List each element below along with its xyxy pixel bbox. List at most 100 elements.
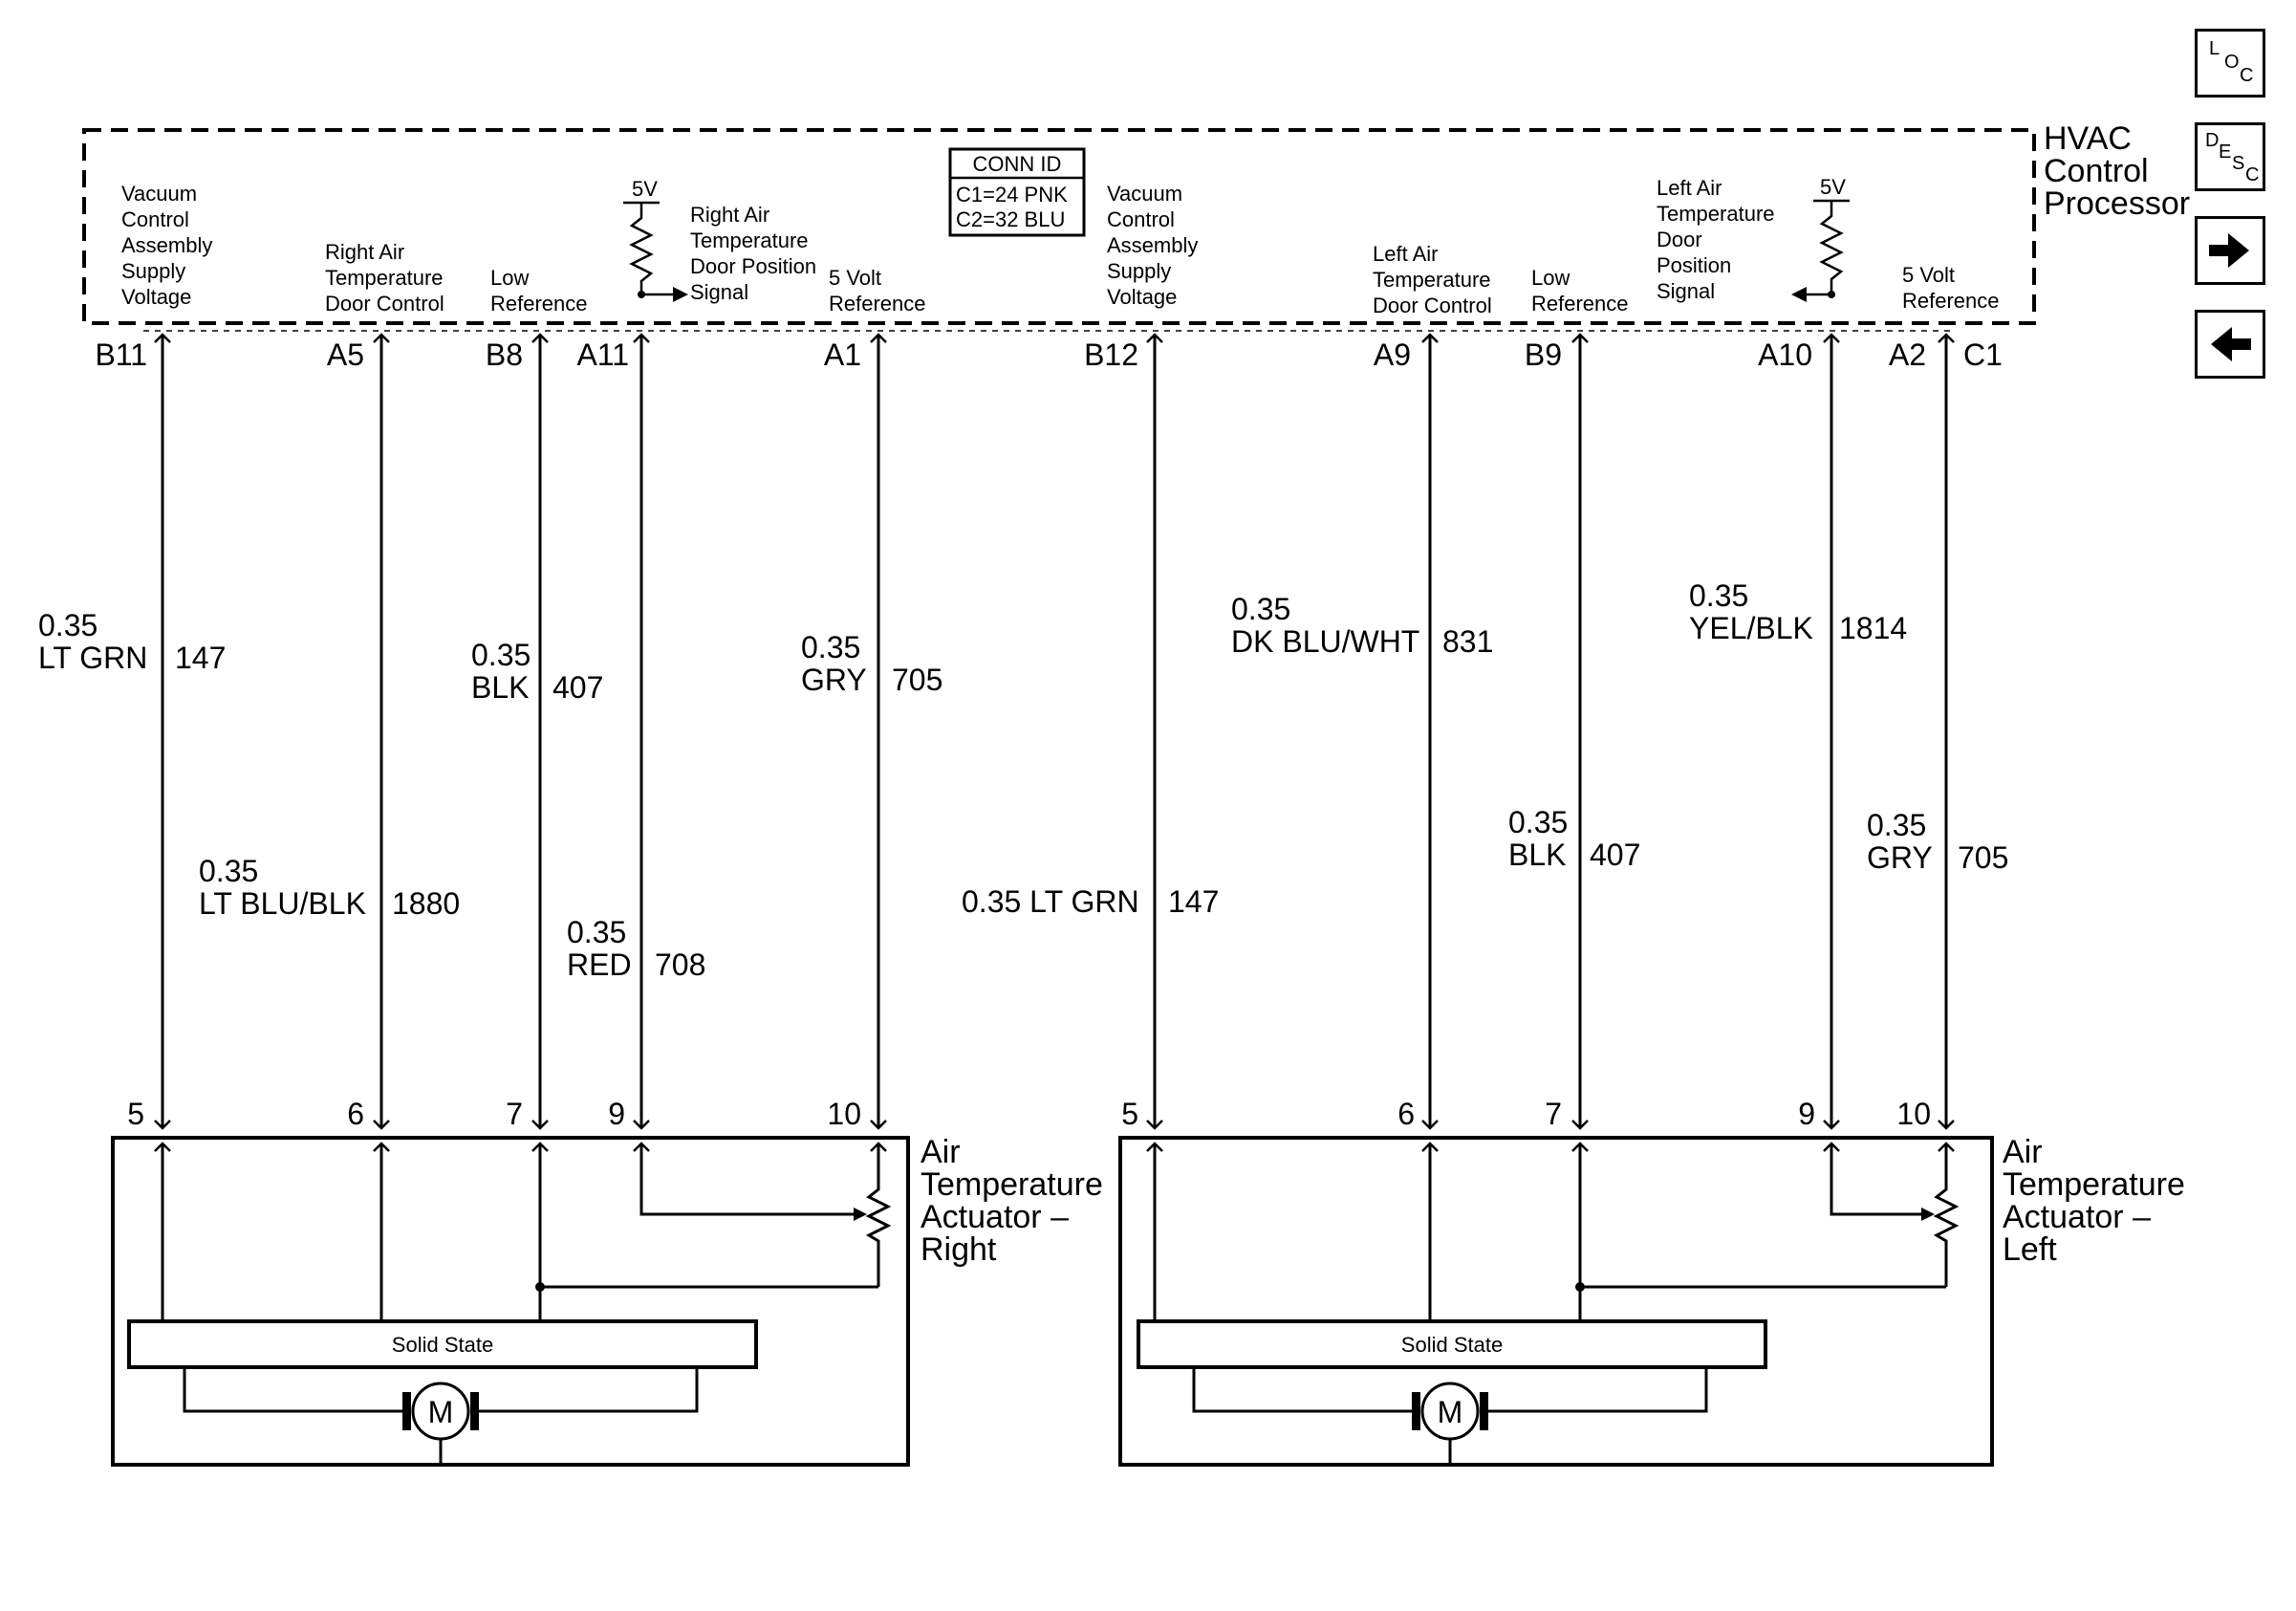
actuator-left-outline <box>1118 1136 1994 1467</box>
svg-text:Vacuum: Vacuum <box>121 182 197 206</box>
hvac-control-processor-outline <box>82 128 2036 325</box>
actuator-right-motor-label: M <box>428 1395 454 1429</box>
wire-708-module-terminal <box>633 333 650 343</box>
loc-button[interactable]: L O C <box>2195 29 2265 98</box>
svg-text:Position: Position <box>1657 253 1731 277</box>
svg-text:Signal: Signal <box>1657 279 1715 303</box>
wire-label-1880: 0.35 LT BLU/BLK 1880 <box>199 854 460 921</box>
wire-705-right-module-terminal <box>870 333 887 343</box>
svg-text:GRY: GRY <box>801 663 867 697</box>
module-name-line-3: Processor <box>2044 185 2190 222</box>
function-label-b11: Vacuum Control Assembly Supply Voltage <box>121 182 212 309</box>
svg-text:Temperature: Temperature <box>2003 1166 2185 1203</box>
svg-text:0.35: 0.35 <box>567 915 626 949</box>
function-label-a2: 5 Volt Reference <box>1902 263 2000 313</box>
loc-letter-l: L <box>2209 38 2220 59</box>
svg-text:708: 708 <box>655 947 705 982</box>
wire-label-147-left: 0.35 LT GRN 147 <box>962 884 1219 919</box>
svg-text:Temperature: Temperature <box>690 229 809 252</box>
pin-label-a5: A5 <box>327 337 364 372</box>
svg-text:Signal: Signal <box>690 280 748 304</box>
svg-text:1814: 1814 <box>1839 611 1907 645</box>
svg-text:407: 407 <box>552 670 603 705</box>
wire-1814-module-terminal <box>1823 333 1840 343</box>
svg-text:Left: Left <box>2003 1231 2057 1268</box>
wire-708-actuator-entry <box>633 1142 650 1152</box>
function-label-a11: Right Air Temperature Door Position Sign… <box>690 203 816 304</box>
actuator-left-name: Air Temperature Actuator – Left <box>2003 1134 2185 1268</box>
wire-1880-actuator-terminal <box>373 1120 390 1130</box>
svg-text:Vacuum: Vacuum <box>1107 182 1182 206</box>
svg-text:Reference: Reference <box>1531 292 1629 316</box>
desc-button[interactable]: D E S C <box>2195 122 2265 191</box>
wire-407-right-actuator-terminal <box>531 1120 549 1130</box>
wire-705-right-actuator-terminal <box>870 1120 887 1130</box>
wire-407-right-module-terminal <box>531 333 549 343</box>
svg-text:LT GRN: LT GRN <box>38 641 147 675</box>
right-arrow-icon <box>2209 233 2249 268</box>
wire-147-right-actuator-entry <box>154 1142 171 1152</box>
svg-text:Voltage: Voltage <box>121 285 191 309</box>
actuator-left-pin-6: 6 <box>1397 1097 1415 1131</box>
wire-705-left-actuator-entry <box>1938 1142 1955 1152</box>
svg-text:Voltage: Voltage <box>1107 285 1177 309</box>
actuator-right-pin-10: 10 <box>827 1097 861 1131</box>
pin-label-b8: B8 <box>486 337 523 372</box>
svg-text:0.35: 0.35 <box>1689 578 1748 613</box>
svg-text:831: 831 <box>1442 624 1493 659</box>
function-label-a5: Right Air Temperature Door Control <box>325 240 444 316</box>
wire-831-actuator-entry <box>1421 1142 1439 1152</box>
desc-letter-d: D <box>2205 130 2220 151</box>
back-button[interactable] <box>2195 310 2265 379</box>
svg-text:Low: Low <box>1531 266 1570 290</box>
actuator-right-outline <box>111 1136 910 1467</box>
pin-label-b11: B11 <box>95 337 147 372</box>
wire-147-right-module-terminal <box>154 333 171 343</box>
svg-text:705: 705 <box>892 663 942 697</box>
wire-1880-module-terminal <box>373 333 390 343</box>
svg-text:Low: Low <box>490 266 529 290</box>
actuator-right-solid-state-label: Solid State <box>392 1333 493 1357</box>
svg-text:Left Air: Left Air <box>1657 176 1722 200</box>
wire-label-831: 0.35 DK BLU/WHT 831 <box>1231 592 1493 659</box>
desc-letter-s: S <box>2232 153 2245 174</box>
actuator-left-pin-9: 9 <box>1798 1097 1815 1131</box>
svg-text:Supply: Supply <box>1107 259 1171 283</box>
pin-label-a11: A11 <box>576 337 629 372</box>
conn-id-box: CONN ID C1=24 PNK C2=32 BLU <box>948 147 1086 237</box>
svg-text:5 Volt: 5 Volt <box>1902 263 1955 287</box>
left-arrow-icon <box>2211 327 2251 361</box>
wire-407-left-actuator-entry <box>1571 1142 1589 1152</box>
wire-147-left-actuator-terminal <box>1146 1120 1163 1130</box>
wire-label-1814: 0.35 YEL/BLK 1814 <box>1689 578 1907 645</box>
pin-label-a1: A1 <box>824 337 861 372</box>
wire-label-407-right: 0.35 BLK 407 <box>471 638 603 705</box>
wire-705-left-module-terminal <box>1938 333 1955 343</box>
svg-text:Door Control: Door Control <box>325 292 444 316</box>
wire-1814-actuator-terminal <box>1823 1120 1840 1130</box>
forward-button[interactable] <box>2195 216 2265 285</box>
pin-label-a9: A9 <box>1374 337 1411 372</box>
function-label-b12: Vacuum Control Assembly Supply Voltage <box>1107 182 1198 309</box>
svg-text:Actuator –: Actuator – <box>921 1199 1069 1235</box>
desc-letter-e: E <box>2219 142 2232 163</box>
svg-text:Right: Right <box>921 1231 997 1268</box>
actuator-right-pin-7: 7 <box>506 1097 523 1131</box>
svg-text:Left Air: Left Air <box>1373 242 1438 266</box>
wire-705-left-actuator-terminal <box>1938 1120 1955 1130</box>
actuator-right-name: Air Temperature Actuator – Right <box>921 1134 1103 1268</box>
pin-label-b9: B9 <box>1525 337 1562 372</box>
svg-text:147: 147 <box>175 641 226 675</box>
svg-text:0.35: 0.35 <box>1231 592 1290 626</box>
svg-text:Door: Door <box>1657 228 1702 251</box>
module-name-line-1: HVAC <box>2044 120 2132 157</box>
svg-text:BLK: BLK <box>471 670 529 705</box>
svg-text:Air: Air <box>2003 1134 2043 1170</box>
actuator-left: 5 6 7 9 10 Air Temperature Actuator – Le… <box>1118 1097 2185 1467</box>
svg-text:GRY: GRY <box>1867 840 1933 875</box>
svg-text:0.35: 0.35 <box>471 638 531 672</box>
loc-letter-c: C <box>2240 65 2254 86</box>
svg-text:DK BLU/WHT: DK BLU/WHT <box>1231 624 1419 659</box>
svg-text:5V: 5V <box>632 177 658 201</box>
